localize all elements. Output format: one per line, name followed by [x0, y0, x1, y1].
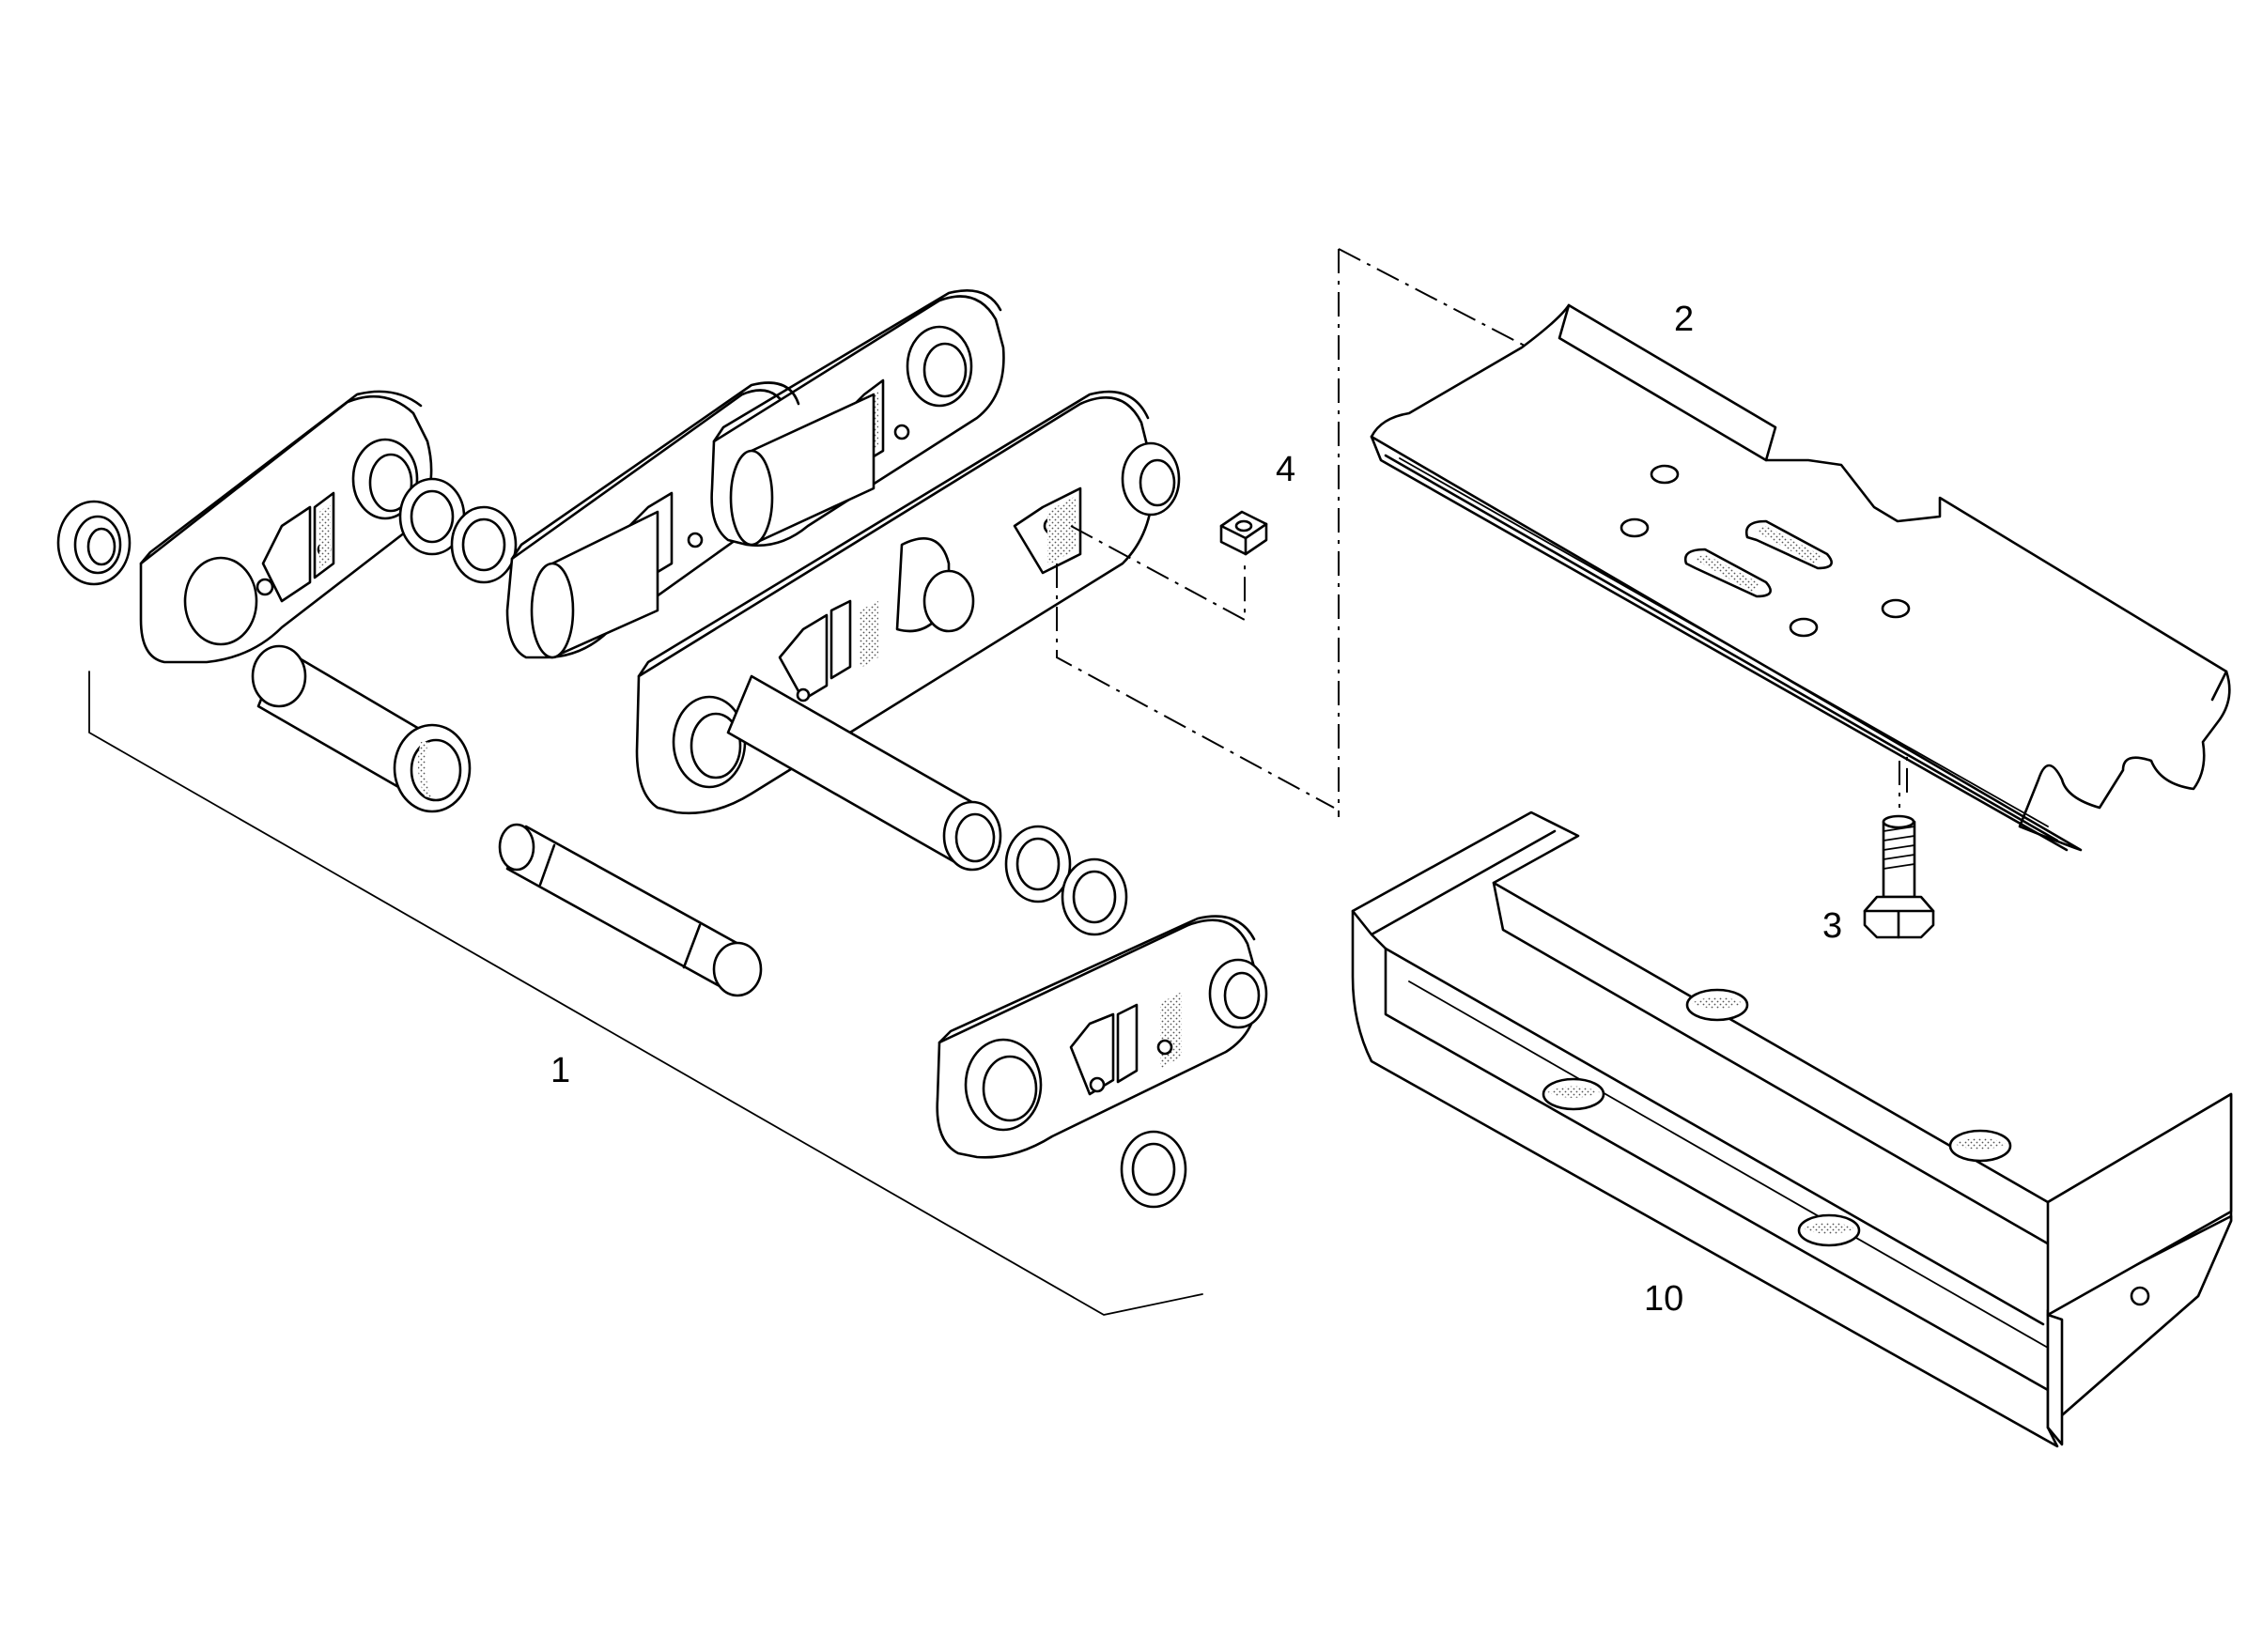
track-pin — [498, 823, 763, 997]
seal-ring-4 — [1004, 825, 1072, 903]
track-link-right — [936, 915, 1268, 1159]
callout-4: 4 — [1276, 450, 1295, 489]
track-link-left — [139, 390, 433, 664]
alignment-line-nut — [1070, 525, 1246, 622]
shoe-nut — [1219, 510, 1268, 556]
seal-ring-3 — [450, 505, 518, 584]
track-chain-assembly — [56, 289, 1335, 1316]
track-shoe — [1370, 303, 2231, 852]
track-link-middle-pair — [505, 289, 1005, 659]
shoe-bolt — [1863, 761, 1935, 939]
seal-ring-6 — [1120, 1130, 1187, 1209]
alignment-line-lower — [1056, 564, 1335, 809]
callout-3: 3 — [1822, 906, 1842, 946]
shoe-guard — [1351, 811, 2233, 1448]
callout-10: 10 — [1644, 1279, 1683, 1319]
callout-1: 1 — [550, 1051, 570, 1090]
callout-bracket-1 — [88, 671, 1203, 1316]
callout-2: 2 — [1674, 300, 1694, 339]
seal-ring-left — [56, 500, 132, 586]
master-pin — [726, 674, 1002, 872]
bushing — [251, 644, 472, 813]
seal-ring-5 — [1061, 857, 1128, 936]
